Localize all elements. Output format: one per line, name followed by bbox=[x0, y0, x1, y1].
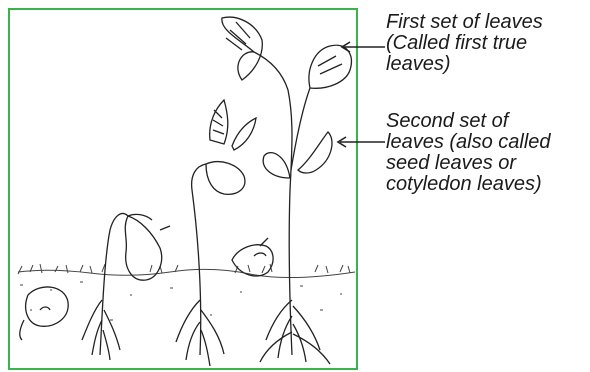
first-leaves-label-line-2: (Called first true bbox=[386, 33, 543, 54]
second-leaves-label-line-2: leaves (also called bbox=[386, 132, 551, 153]
ground-line bbox=[18, 264, 355, 320]
seed-coat-icon bbox=[232, 238, 273, 276]
illustration-frame bbox=[8, 8, 358, 370]
second-leaves-label: Second set of leaves (also called seed l… bbox=[386, 111, 551, 195]
seedling-growth-illustration bbox=[10, 10, 358, 370]
first-leaves-label-line-1: First set of leaves bbox=[386, 12, 543, 33]
label-pointers bbox=[330, 30, 390, 170]
second-leaves-label-line-1: Second set of bbox=[386, 111, 551, 132]
first-leaves-label: First set of leaves (Called first true l… bbox=[386, 12, 543, 75]
first-leaves-label-line-3: leaves) bbox=[386, 54, 543, 75]
second-leaves-label-line-3: seed leaves or bbox=[386, 153, 551, 174]
bean-seed-icon bbox=[20, 287, 68, 340]
second-leaves-label-line-4: cotyledon leaves) bbox=[386, 174, 551, 195]
young-seedling-icon bbox=[176, 100, 256, 366]
germinating-seed-icon bbox=[82, 214, 170, 360]
